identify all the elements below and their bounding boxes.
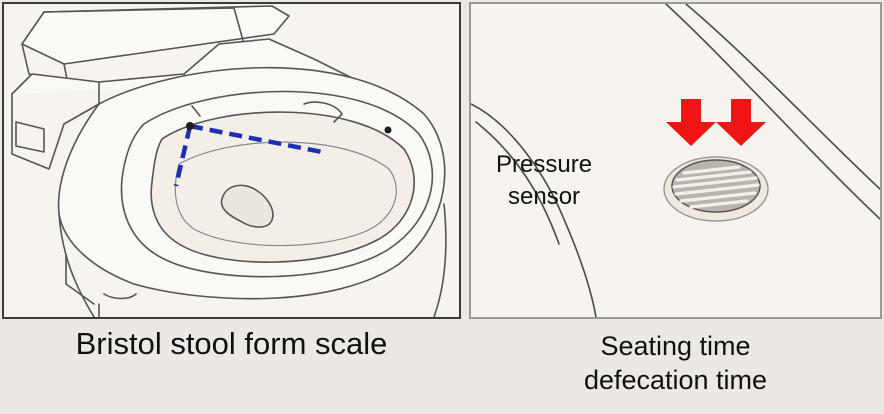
- pressure-sensor-label: Pressure sensor: [496, 149, 592, 213]
- pressure-sensor-icon: [663, 156, 769, 222]
- seat-surface-drawing: [471, 4, 880, 317]
- toilet-drawing: [11, 5, 447, 317]
- down-arrow-icon: [716, 99, 766, 146]
- sensor-dot-icon: [384, 126, 392, 134]
- pressure-arrows: [666, 99, 766, 146]
- toilet-illustration-panel: [2, 2, 461, 319]
- camera-view-dashed-line: [173, 123, 323, 187]
- bristol-scale-caption: Bristol stool form scale: [75, 326, 388, 361]
- seating-time-caption: Seating time defecation time: [469, 329, 882, 397]
- caption-line1: Seating time: [600, 331, 751, 361]
- sensor-label-line1: Pressure: [496, 151, 593, 178]
- down-arrow-icon: [666, 99, 716, 146]
- camera-point-icon: [186, 122, 194, 130]
- caption-line2: defecation time: [583, 365, 768, 395]
- pressure-sensor-panel: Pressure sensor: [469, 2, 882, 319]
- sensor-label-line2: sensor: [508, 183, 581, 210]
